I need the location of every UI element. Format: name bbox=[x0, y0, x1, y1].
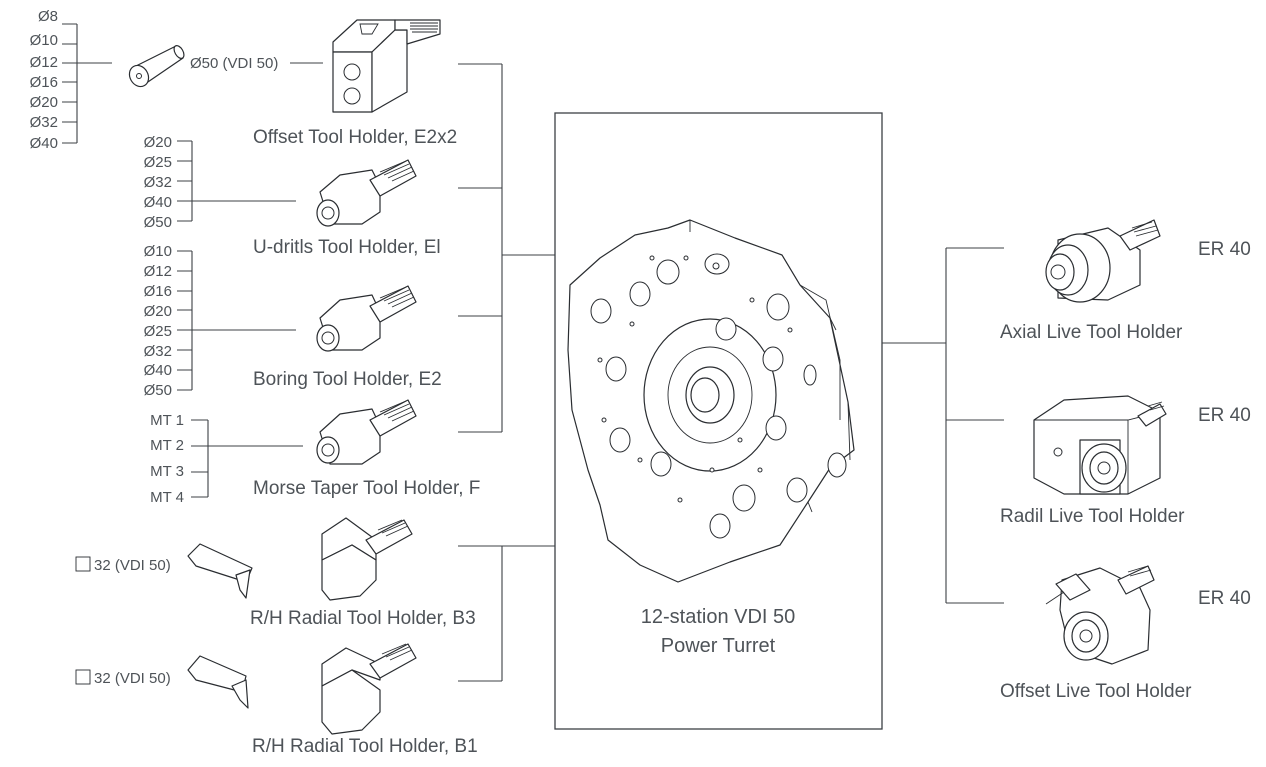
radial-live-holder-drawing bbox=[1033, 395, 1167, 495]
lower-holder-connector bbox=[458, 545, 555, 682]
radial-b3-insert-label: 32 (VDI 50) bbox=[94, 557, 171, 574]
boring-size-1: Ø12 bbox=[144, 263, 172, 280]
offset-size-bracket bbox=[62, 23, 112, 144]
round-adapter-drawing bbox=[128, 45, 185, 88]
offset-size-3: Ø16 bbox=[30, 74, 58, 91]
offset-size-0: Ø8 bbox=[38, 8, 58, 25]
radial-b3-holder-drawing bbox=[321, 517, 413, 601]
morse-size-2: MT 3 bbox=[150, 463, 184, 480]
radial-collet-label: ER 40 bbox=[1198, 405, 1251, 426]
turning-tool-b1-drawing bbox=[187, 655, 249, 709]
offset-holder-label: Offset Tool Holder, E2x2 bbox=[253, 127, 457, 148]
offset-size-6: Ø40 bbox=[30, 135, 58, 152]
morse-holder-label: Morse Taper Tool Holder, F bbox=[253, 478, 480, 499]
boring-size-bracket bbox=[177, 250, 296, 391]
udrill-size-list: Ø20 Ø25 Ø32 Ø40 Ø50 bbox=[144, 134, 172, 231]
morse-size-0: MT 1 bbox=[150, 412, 184, 429]
turret-title-line1: 12-station VDI 50 bbox=[641, 606, 796, 628]
boring-holder-label: Boring Tool Holder, E2 bbox=[253, 369, 442, 390]
turning-tool-b3-drawing bbox=[187, 543, 253, 599]
morse-holder-drawing bbox=[316, 399, 417, 465]
turret-frame bbox=[554, 112, 883, 730]
boring-holder-drawing bbox=[316, 285, 417, 352]
boring-size-3: Ø20 bbox=[144, 303, 172, 320]
square-shank-icon bbox=[75, 669, 91, 685]
live-tool-connector bbox=[882, 247, 1004, 604]
radial-b1-holder-label: R/H Radial Tool Holder, B1 bbox=[252, 736, 478, 757]
morse-size-3: MT 4 bbox=[150, 489, 184, 506]
square-shank-icon bbox=[75, 556, 91, 572]
boring-size-7: Ø50 bbox=[144, 382, 172, 399]
upper-holder-connector bbox=[458, 63, 555, 433]
offset-live-holder-label: Offset Live Tool Holder bbox=[1000, 681, 1192, 702]
offset-size-5: Ø32 bbox=[30, 114, 58, 131]
udrill-size-4: Ø50 bbox=[144, 214, 172, 231]
udrill-size-3: Ø40 bbox=[144, 194, 172, 211]
udrill-holder-drawing bbox=[316, 159, 417, 227]
boring-size-0: Ø10 bbox=[144, 243, 172, 260]
boring-size-5: Ø32 bbox=[144, 343, 172, 360]
offset-size-1: Ø10 bbox=[30, 32, 58, 49]
morse-size-bracket bbox=[191, 419, 303, 498]
radial-b1-insert-label: 32 (VDI 50) bbox=[94, 670, 171, 687]
boring-size-6: Ø40 bbox=[144, 362, 172, 379]
boring-size-4: Ø25 bbox=[144, 323, 172, 340]
udrill-holder-label: U-dritls Tool Holder, El bbox=[253, 237, 441, 258]
offset-live-holder-drawing bbox=[1045, 565, 1155, 665]
radial-live-holder-label: Radil Live Tool Holder bbox=[1000, 506, 1185, 527]
boring-size-list: Ø10 Ø12 Ø16 Ø20 Ø25 Ø32 Ø40 Ø50 bbox=[144, 243, 172, 399]
udrill-size-2: Ø32 bbox=[144, 174, 172, 191]
axial-collet-label: ER 40 bbox=[1198, 239, 1251, 260]
offset-size-list: Ø8 Ø10 Ø12 Ø16 Ø20 Ø32 Ø40 bbox=[30, 8, 58, 152]
axial-live-holder-drawing bbox=[1045, 219, 1161, 303]
offset-size-4: Ø20 bbox=[30, 94, 58, 111]
udrill-size-0: Ø20 bbox=[144, 134, 172, 151]
turret-title-line2: Power Turret bbox=[661, 635, 776, 657]
boring-size-2: Ø16 bbox=[144, 283, 172, 300]
axial-live-holder-label: Axial Live Tool Holder bbox=[1000, 322, 1183, 343]
offset-holder-drawing bbox=[332, 19, 441, 113]
udrill-size-bracket bbox=[177, 140, 296, 222]
morse-size-1: MT 2 bbox=[150, 437, 184, 454]
udrill-size-1: Ø25 bbox=[144, 154, 172, 171]
power-turret-drawing bbox=[567, 219, 855, 583]
offset-live-collet-label: ER 40 bbox=[1198, 588, 1251, 609]
offset-adapter-label: Ø50 (VDI 50) bbox=[190, 55, 278, 72]
offset-size-2: Ø12 bbox=[30, 54, 58, 71]
morse-size-list: MT 1 MT 2 MT 3 MT 4 bbox=[150, 412, 184, 506]
radial-b3-holder-label: R/H Radial Tool Holder, B3 bbox=[250, 608, 476, 629]
radial-b1-holder-drawing bbox=[321, 643, 417, 735]
